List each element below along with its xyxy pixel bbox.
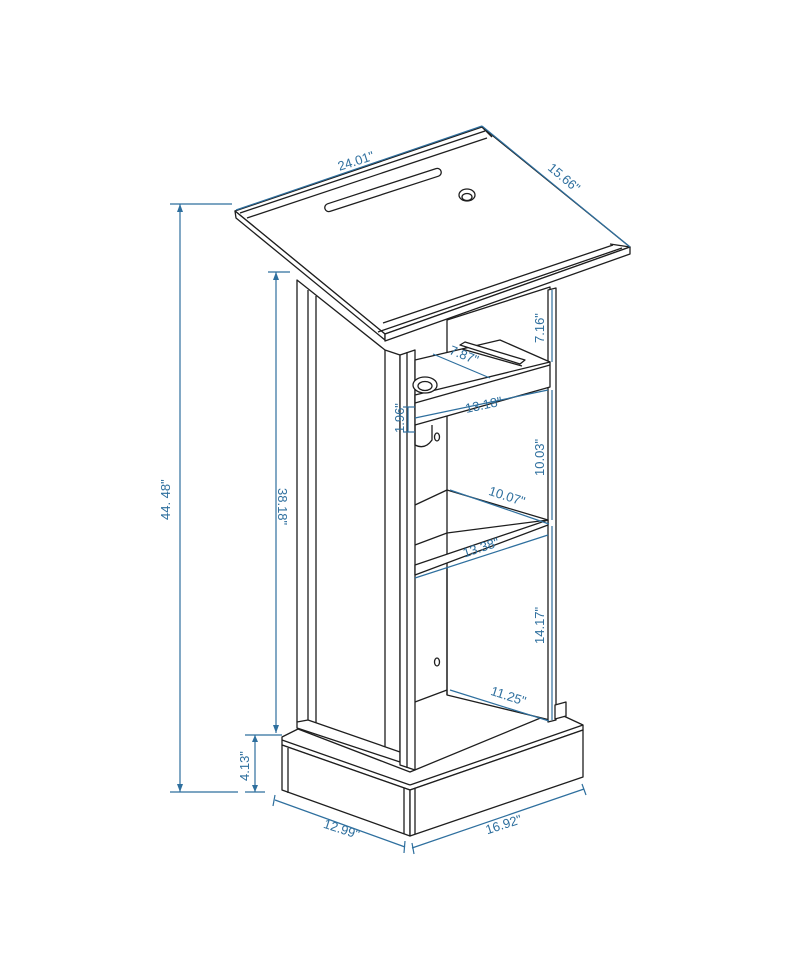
dim-base-depth: 12.99" [322,816,362,842]
dim-overall-height: 44. 48" [158,479,173,520]
left-side-panel [296,279,401,763]
dim-drawer-height: 1.96" [392,403,407,433]
dimension-lines [170,125,631,855]
dim-body-height: 38.18" [275,488,290,526]
dim-base-width: 16.92" [484,811,524,837]
dim-top-to-drawer: 7.16" [532,313,547,343]
base-plinth [281,711,584,837]
dim-lower-shelf-gap: 14.17" [532,606,547,644]
dim-base-height: 4.13" [237,751,252,781]
slanted-top [234,126,631,342]
cabinet-body [399,286,567,771]
upper-shelf [414,489,549,576]
dim-upper-shelf-gap: 10.03" [532,438,547,476]
